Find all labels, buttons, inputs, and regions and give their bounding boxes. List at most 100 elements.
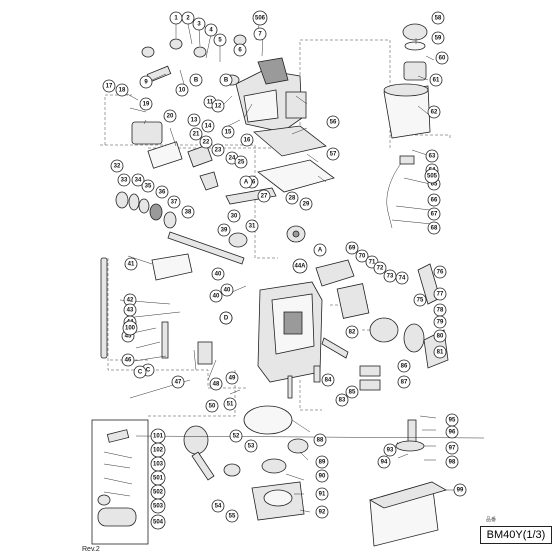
main-gearbox-body xyxy=(257,259,370,383)
callout-label: 77 xyxy=(437,292,444,298)
callout-36: 36 xyxy=(155,185,169,199)
callout-label: 89 xyxy=(319,460,326,466)
callout-43: 43 xyxy=(123,303,137,317)
callout-10: 10 xyxy=(175,83,189,97)
callout-78: 78 xyxy=(433,303,447,317)
callout-label: 502 xyxy=(153,490,164,496)
callout-label: 78 xyxy=(437,308,444,314)
callout-label: 84 xyxy=(325,378,332,384)
callout-49: 49 xyxy=(225,371,239,385)
callout-82: 82 xyxy=(345,325,359,339)
callout-label: 60 xyxy=(439,56,446,62)
callout-label: 40 xyxy=(213,294,220,300)
callout-label: 43 xyxy=(127,308,134,314)
callout-94: 94 xyxy=(377,455,391,469)
callout-101: 101 xyxy=(150,428,166,444)
callout-22: 22 xyxy=(199,135,213,149)
top-cover xyxy=(253,125,327,157)
callout-68: 68 xyxy=(427,221,441,235)
callout-15: 15 xyxy=(221,125,235,139)
callout-label: 7 xyxy=(258,32,262,38)
bracket-plate xyxy=(257,159,335,193)
callout-92: 92 xyxy=(315,505,329,519)
magnet-base xyxy=(368,419,448,547)
callout-label: 63 xyxy=(429,154,436,160)
callout-label: 25 xyxy=(238,160,245,166)
callout-label: 14 xyxy=(205,124,212,130)
callout-17: 17 xyxy=(102,79,116,93)
callout-label: 99 xyxy=(457,488,464,494)
callout-44A: 44A xyxy=(292,258,308,274)
callout-506: 506 xyxy=(252,10,268,26)
callout-label: 30 xyxy=(231,214,238,220)
callout-55: 55 xyxy=(225,509,239,523)
callout-label: 47 xyxy=(175,380,182,386)
callout-40: 40 xyxy=(220,283,234,297)
callout-40: 40 xyxy=(211,267,225,281)
callout-503: 503 xyxy=(150,498,166,514)
callout-label: 101 xyxy=(153,434,164,440)
callout-label: 87 xyxy=(401,380,408,386)
lever-assembly xyxy=(183,425,241,481)
callout-label: 82 xyxy=(349,330,356,336)
callout-label: 74 xyxy=(399,276,406,282)
letter-marker-a: A xyxy=(239,175,253,189)
callout-87: 87 xyxy=(397,375,411,389)
callout-label: 65 xyxy=(431,182,438,188)
callout-52: 52 xyxy=(229,429,243,443)
callout-label: 12 xyxy=(215,104,222,110)
letter-marker-label: B xyxy=(224,78,229,84)
callout-40: 40 xyxy=(209,289,223,303)
callout-label: 10 xyxy=(179,88,186,94)
callout-97: 97 xyxy=(445,441,459,455)
callout-label: 35 xyxy=(145,184,152,190)
callout-33: 33 xyxy=(117,173,131,187)
letter-marker-label: C xyxy=(138,370,143,376)
callout-label: 69 xyxy=(349,246,356,252)
callout-label: 4 xyxy=(209,28,213,34)
callout-19: 19 xyxy=(139,97,153,111)
callout-50: 50 xyxy=(205,399,219,413)
callout-label: 85 xyxy=(349,390,356,396)
callout-label: 503 xyxy=(153,504,164,510)
callout-72: 72 xyxy=(373,261,387,275)
callout-98: 98 xyxy=(445,455,459,469)
callout-label: 42 xyxy=(127,298,134,304)
callout-label: 19 xyxy=(143,102,150,108)
callout-label: 41 xyxy=(128,262,135,268)
callout-60: 60 xyxy=(435,51,449,65)
stamp-label: 品番 xyxy=(486,517,497,523)
callout-label: 21 xyxy=(193,132,200,138)
callout-label: 46 xyxy=(125,358,132,364)
callout-51: 51 xyxy=(223,397,237,411)
callout-label: 96 xyxy=(449,430,456,436)
letter-marker-label: B xyxy=(194,78,199,84)
callout-label: 50 xyxy=(209,404,216,410)
callout-label: 72 xyxy=(377,266,384,272)
callout-66: 66 xyxy=(427,193,441,207)
callout-label: 39 xyxy=(221,228,228,234)
callout-label: 2 xyxy=(186,16,190,22)
letter-marker-label: A xyxy=(244,180,249,186)
callout-label: 70 xyxy=(359,254,366,260)
callout-label: 52 xyxy=(233,434,240,440)
callout-label: 23 xyxy=(215,148,222,154)
callout-label: 103 xyxy=(153,462,164,468)
callout-label: 59 xyxy=(435,36,442,42)
callout-label: 36 xyxy=(159,190,166,196)
callout-1: 1 xyxy=(169,11,183,25)
model-label: BM40Y(1/3) xyxy=(480,526,552,544)
callout-label: 75 xyxy=(417,298,424,304)
callout-label: 24 xyxy=(229,156,236,162)
callout-label: 32 xyxy=(114,164,121,170)
callout-label: 57 xyxy=(330,152,337,158)
callout-89: 89 xyxy=(315,455,329,469)
callout-label: 51 xyxy=(227,402,234,408)
callout-31: 31 xyxy=(245,219,259,233)
callout-46: 46 xyxy=(121,353,135,367)
callout-25: 25 xyxy=(234,155,248,169)
letter-marker-b: B xyxy=(189,73,203,87)
callout-2: 2 xyxy=(181,11,195,25)
callout-label: 506 xyxy=(255,16,266,22)
